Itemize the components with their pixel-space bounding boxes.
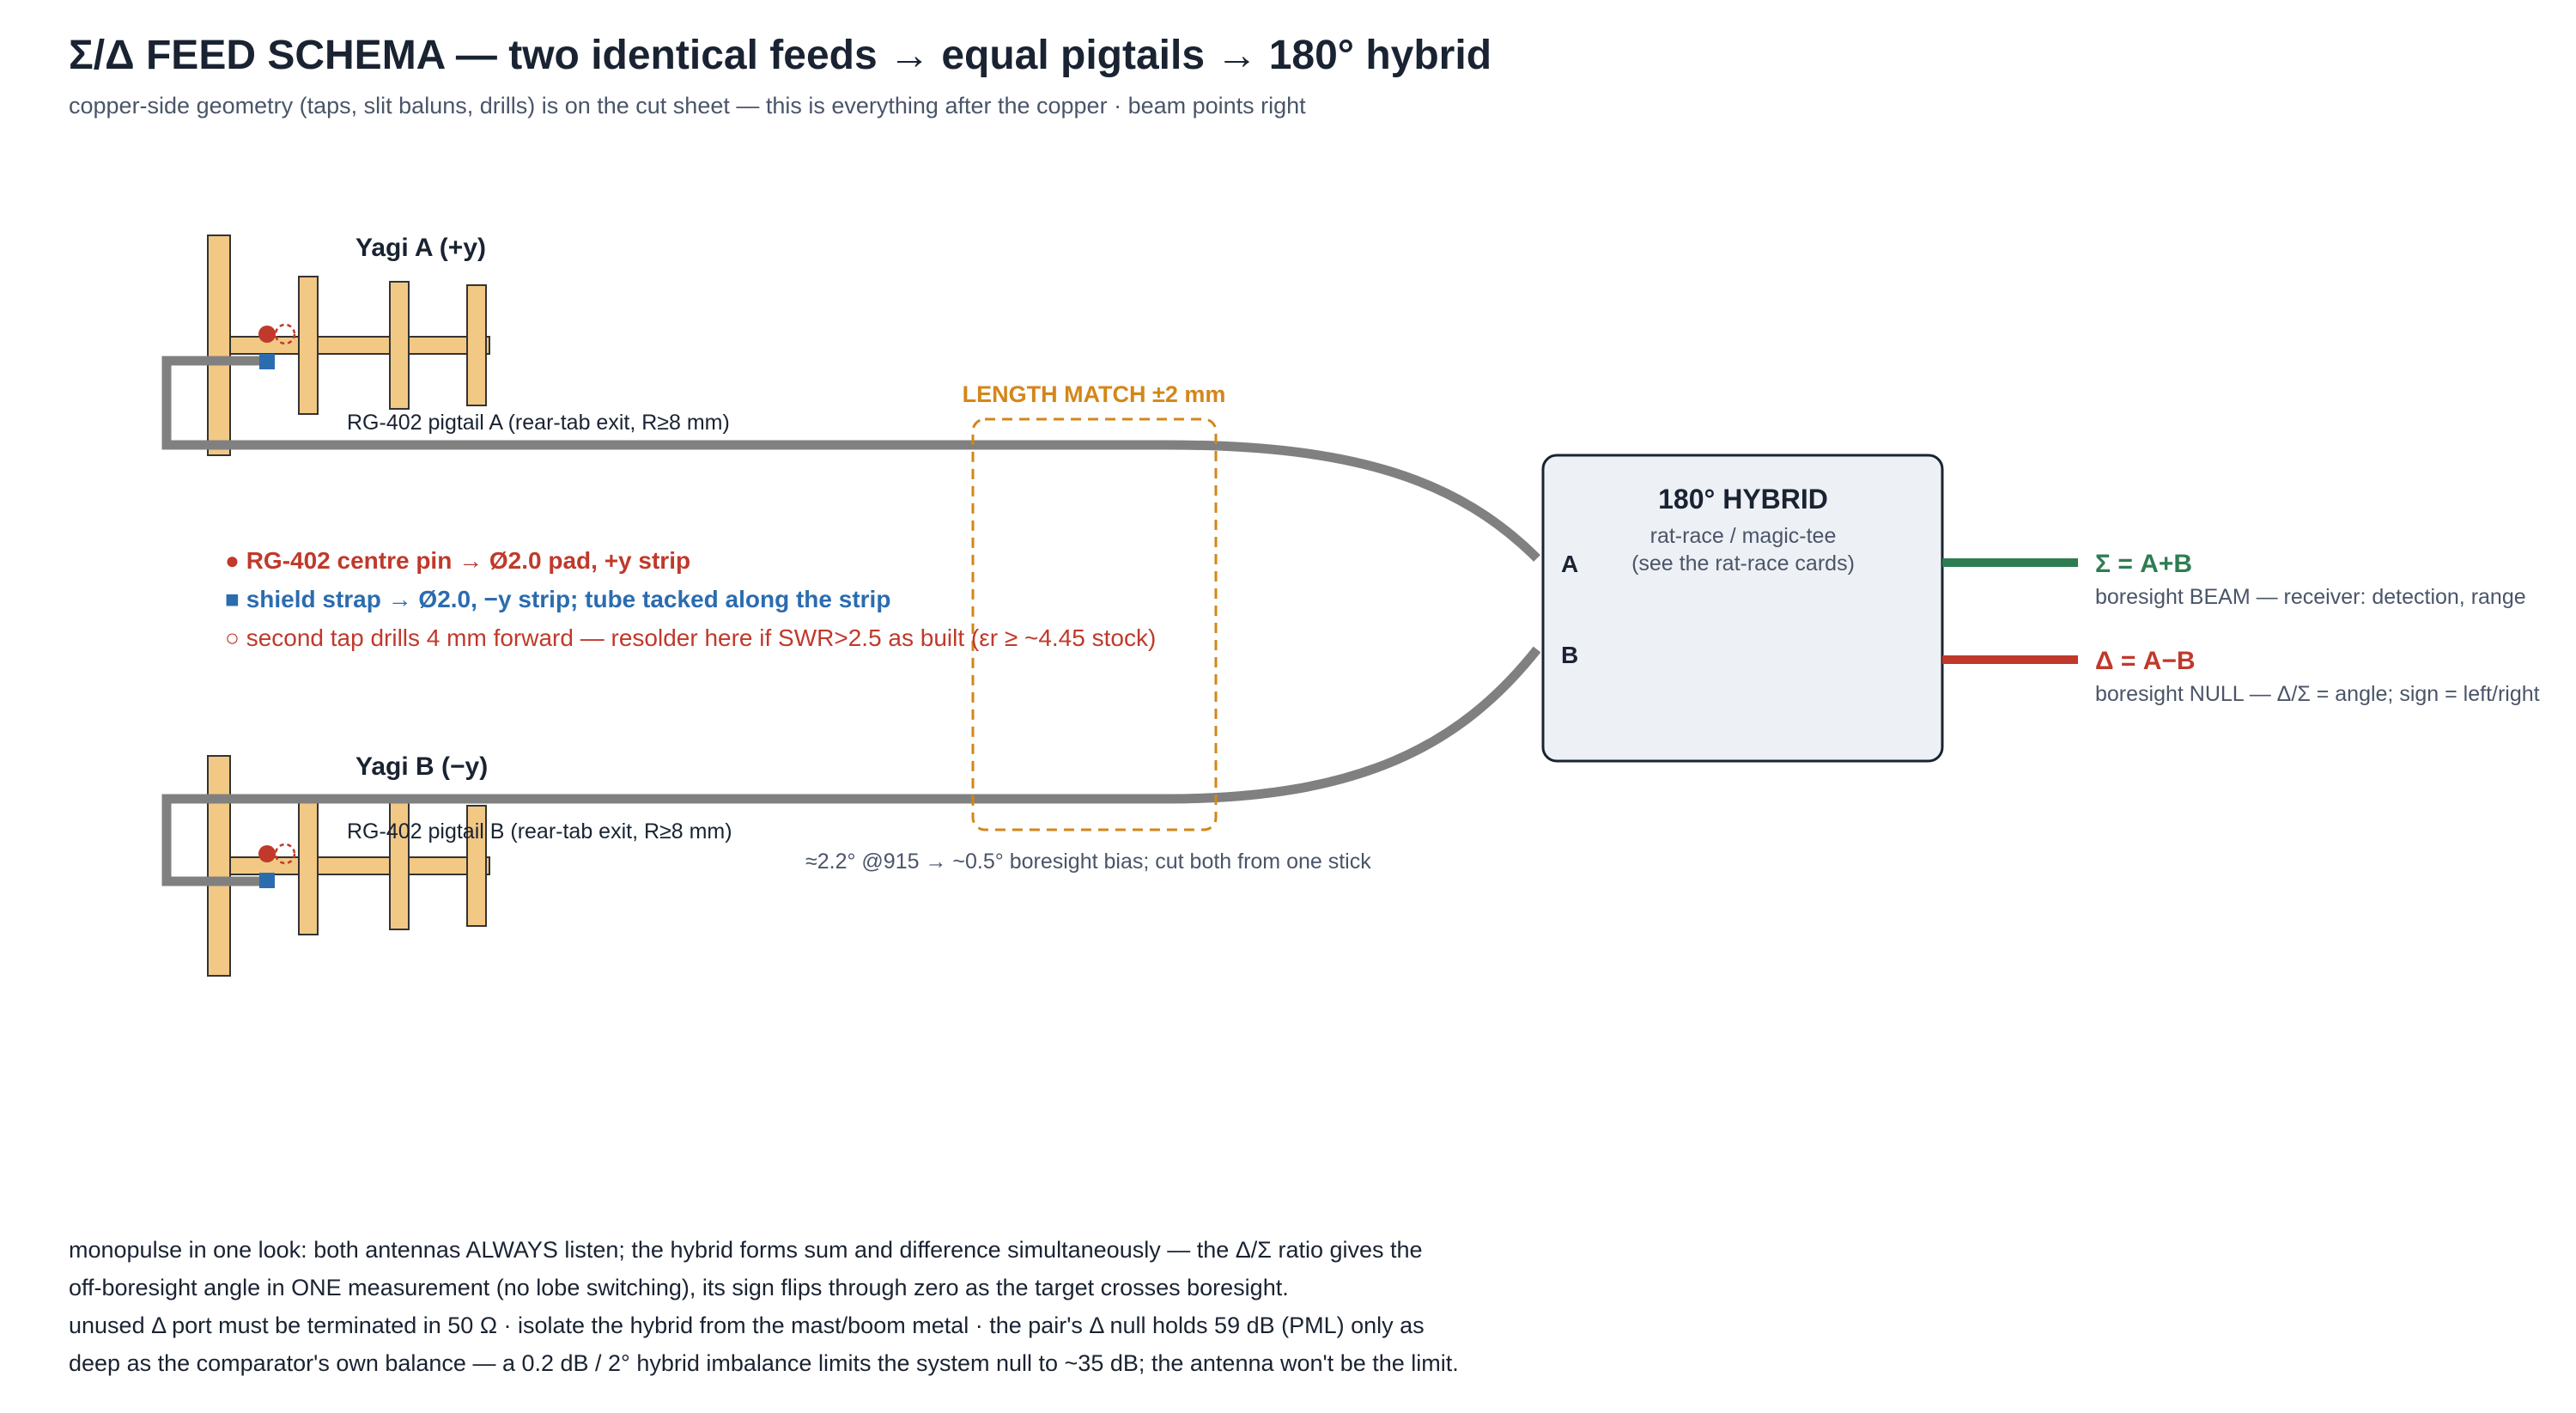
yagi-a-shield-square <box>259 354 275 369</box>
legend-centre-pin: ● RG-402 centre pin → Ø2.0 pad, +y strip <box>225 547 690 574</box>
yagi-b-director-2 <box>466 805 487 927</box>
page-subtitle: copper-side geometry (taps, slit baluns,… <box>69 93 1306 119</box>
yagi-a-reflector <box>207 234 231 456</box>
yagi-b: Yagi B (−y) <box>207 752 490 977</box>
yagi-b-driven-element <box>298 796 319 935</box>
yagi-b-boom <box>229 856 490 875</box>
yagi-a: Yagi A (+y) <box>207 234 490 456</box>
footer-line-4: deep as the comparator's own balance — a… <box>69 1350 1459 1376</box>
diff-output-description: boresight NULL — Δ/Σ = angle; sign = lef… <box>2095 682 2540 706</box>
hybrid-block: 180° HYBRID rat-race / magic-tee (see th… <box>1541 454 1944 763</box>
yagi-b-second-tap-circle <box>274 843 296 865</box>
hybrid-box <box>1541 454 1944 763</box>
yagi-a-label: Yagi A (+y) <box>355 234 486 262</box>
yagi-a-director-1 <box>389 281 410 410</box>
pigtail-b-coax <box>161 646 1541 886</box>
yagi-b-shield-square <box>259 873 275 888</box>
page-title: Σ/Δ FEED SCHEMA — two identical feeds → … <box>69 33 1492 78</box>
hybrid-port-a-label: A <box>1561 551 1578 577</box>
hybrid-subtitle-line2: (see the rat-race cards) <box>1631 551 1855 576</box>
footer-line-2: off-boresight angle in ONE measurement (… <box>69 1275 1289 1300</box>
legend-shield-strap: ■ shield strap → Ø2.0, −y strip; tube ta… <box>225 586 890 612</box>
length-match-note: ≈2.2° @915 → ~0.5° boresight bias; cut b… <box>805 850 1371 874</box>
legend-second-tap: ○ second tap drills 4 mm forward — resol… <box>225 624 1156 651</box>
hybrid-title: 180° HYBRID <box>1658 484 1828 515</box>
yagi-b-centre-pin-dot <box>258 845 276 862</box>
yagi-a-boom <box>229 336 490 355</box>
pigtail-b-label: RG-402 pigtail B (rear-tab exit, R≥8 mm) <box>347 819 732 844</box>
yagi-b-label: Yagi B (−y) <box>355 752 488 781</box>
pigtail-a-label: RG-402 pigtail A (rear-tab exit, R≥8 mm) <box>347 411 730 435</box>
sum-output-description: boresight BEAM — receiver: detection, ra… <box>2095 585 2526 609</box>
yagi-a-director-2 <box>466 284 487 406</box>
length-match-label: LENGTH MATCH ±2 mm <box>963 381 1226 407</box>
footer-line-1: monopulse in one look: both antennas ALW… <box>69 1237 1423 1263</box>
yagi-b-reflector <box>207 755 231 977</box>
hybrid-subtitle-line1: rat-race / magic-tee <box>1650 524 1837 548</box>
diff-output-label: Δ = A−B <box>2095 647 2196 675</box>
hybrid-port-b-label: B <box>1561 642 1578 668</box>
yagi-a-second-tap-circle <box>274 323 296 345</box>
yagi-a-centre-pin-dot <box>258 326 276 343</box>
sum-output-label: Σ = A+B <box>2095 550 2192 578</box>
length-match-box <box>971 417 1218 831</box>
pigtail-a-coax <box>161 356 1540 562</box>
yagi-a-driven-element <box>298 276 319 415</box>
footer-line-3: unused Δ port must be terminated in 50 Ω… <box>69 1313 1425 1338</box>
